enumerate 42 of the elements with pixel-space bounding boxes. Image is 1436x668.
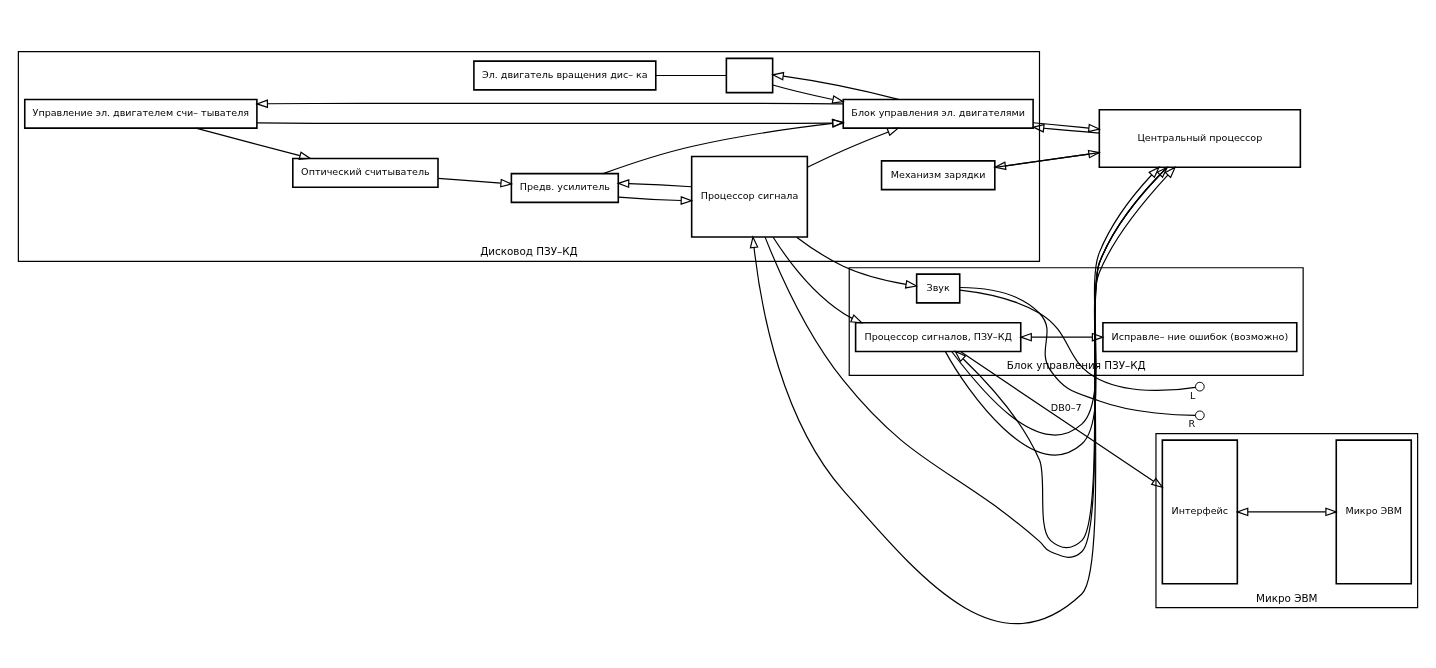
node-box: Исправле– ние ошибок (возможно) xyxy=(1102,321,1298,352)
node-box: Управление эл. двигателем счи– тывателя xyxy=(23,98,258,129)
node-box: Интерфейс xyxy=(1161,438,1239,584)
arrow xyxy=(944,165,1177,455)
arrow xyxy=(1019,332,1105,342)
arrow xyxy=(602,118,845,174)
arrow xyxy=(772,236,864,323)
arrow xyxy=(616,178,693,188)
node-circle xyxy=(1194,409,1205,420)
arrow xyxy=(617,195,694,205)
node-box: Центральный процессор xyxy=(1098,108,1302,168)
arrow xyxy=(796,236,919,289)
node-box: Механизм зарядки xyxy=(880,159,996,190)
connector xyxy=(959,286,1196,416)
node-box: Оптический считыватель xyxy=(292,157,439,188)
node-box: Звук xyxy=(915,272,961,304)
node-box: Предв. усилитель xyxy=(510,172,620,203)
arrow xyxy=(772,83,845,104)
arrow xyxy=(749,166,1168,624)
arrow xyxy=(437,177,514,188)
node-label: L xyxy=(1190,389,1196,401)
arrow xyxy=(256,118,845,128)
arrow xyxy=(954,166,1168,548)
arrow xyxy=(951,165,1161,435)
arrow xyxy=(255,98,844,108)
connector xyxy=(959,288,1196,391)
arrow xyxy=(959,350,1164,488)
connector xyxy=(655,74,727,76)
node-circle xyxy=(1194,381,1205,391)
arrow xyxy=(195,127,312,160)
node-box: Блок управления эл. двигателями xyxy=(842,98,1034,129)
node-box: Процессор сигнала xyxy=(690,155,809,238)
arrow xyxy=(806,127,900,168)
arrow xyxy=(764,165,1169,558)
node-box: Эл. двигатель вращения дис– ка xyxy=(473,59,657,91)
node-box: Микро ЭВМ xyxy=(1335,438,1413,584)
arrow xyxy=(1235,506,1339,516)
node-box xyxy=(725,57,774,93)
arrow xyxy=(771,71,900,100)
edge-label: DB0–7 xyxy=(1050,401,1082,413)
node-label: R xyxy=(1188,417,1196,429)
node-box: Процессор сигналов, ПЗУ–КД xyxy=(854,321,1022,352)
